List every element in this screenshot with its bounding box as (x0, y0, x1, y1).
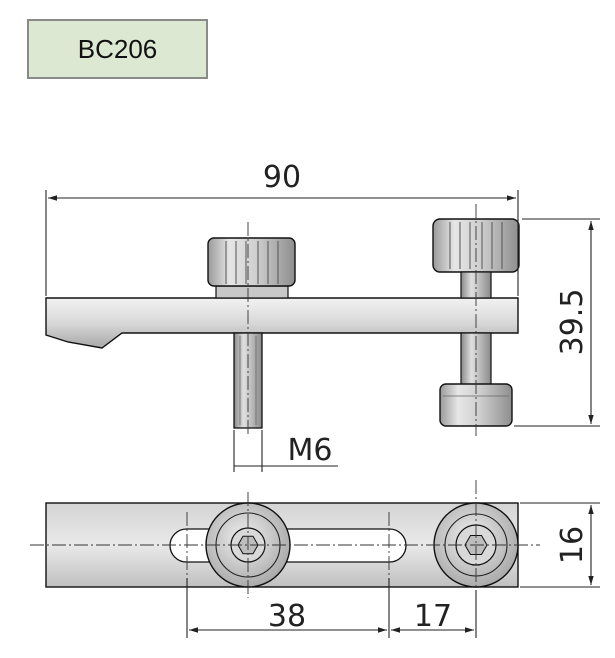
left-knob-collar (215, 285, 289, 299)
overall-length-label: 90 (263, 160, 301, 195)
thread-label: M6 (288, 433, 333, 468)
width-dimension: 16 (520, 502, 600, 588)
overall-length-dimension: 90 (45, 160, 519, 296)
right-knob-grip-lines (449, 222, 503, 269)
top-view: 16 38 17 (30, 480, 600, 638)
left-knob-grip-lines (225, 241, 279, 284)
left-knob (207, 237, 296, 287)
screw-offset-label: 17 (414, 599, 452, 634)
height-label: 39.5 (555, 289, 590, 356)
slot-spacing-label: 38 (268, 599, 306, 634)
bottom-dimensions: 38 17 (186, 578, 477, 638)
side-view: 90 39.5 M6 (45, 160, 600, 472)
part-code-label: BC206 (77, 33, 158, 64)
thread-dimension: M6 (233, 430, 338, 472)
height-dimension: 39.5 (514, 218, 600, 427)
clamp-bar (45, 297, 519, 349)
part-code-tag: BC206 (27, 19, 208, 79)
width-label: 16 (555, 526, 590, 564)
